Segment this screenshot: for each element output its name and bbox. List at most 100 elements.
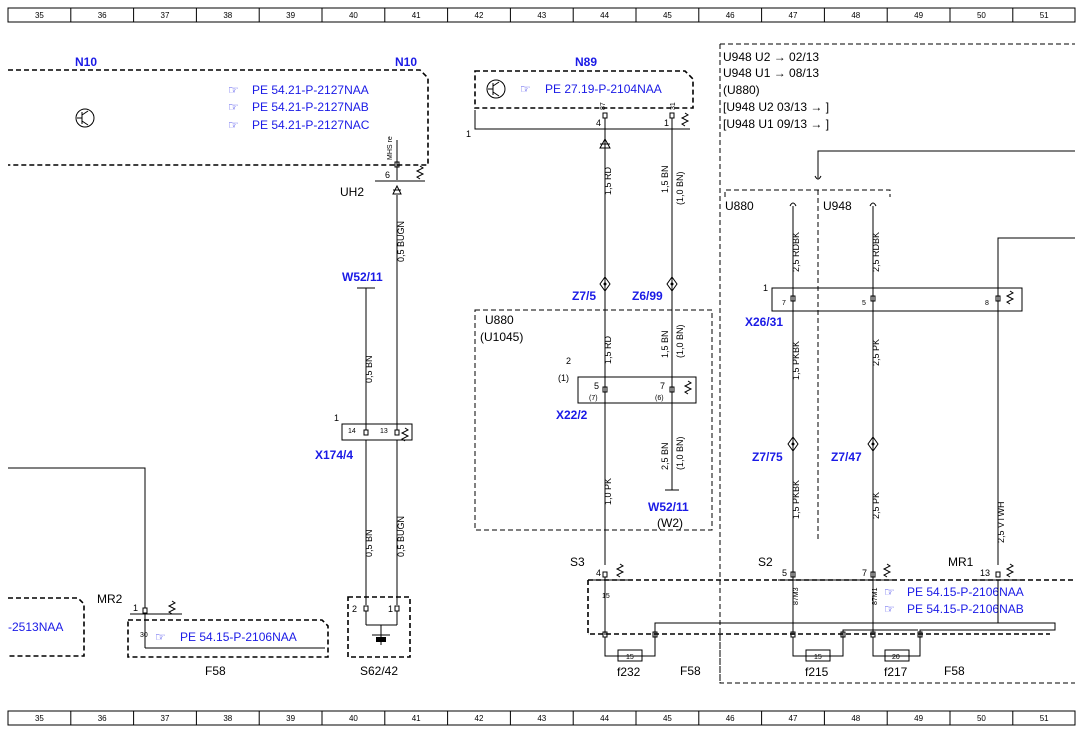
ruler-number: 35 [35, 714, 44, 723]
wire-label: 2,5 BN [660, 442, 670, 470]
ruler-number: 39 [286, 11, 295, 20]
svg-text:5: 5 [862, 300, 866, 307]
reference-link[interactable]: PE 54.21-P-2127NAC [252, 118, 370, 132]
x174-4-label: X174/4 [315, 448, 353, 462]
reference-link[interactable]: PE 54.15-P-2106NAA [180, 630, 297, 644]
ruler-number: 37 [161, 714, 170, 723]
wire-label: 1,5 RD [603, 335, 613, 364]
reference-link[interactable]: -2513NAA [8, 620, 63, 634]
svg-text:(1): (1) [558, 373, 569, 383]
ruler-number: 40 [349, 714, 358, 723]
n89-label: N89 [575, 55, 597, 69]
ruler-number: 39 [286, 714, 295, 723]
x22-2-connector: 2 (1) 5 (7) 7 (6) X22/2 [556, 356, 697, 422]
transistor-icon [486, 79, 506, 99]
wire-label: 2,5 PK [871, 492, 881, 519]
svg-text:U948 U1 → 08/13: U948 U1 → 08/13 [723, 66, 819, 80]
ruler-number: 43 [537, 11, 546, 20]
svg-text:30: 30 [140, 632, 148, 639]
ruler-number: 38 [223, 714, 232, 723]
s62-42-switch: 2 1 S62/42 [347, 596, 411, 678]
reference-link[interactable]: PE 54.21-P-2127NAB [252, 100, 369, 114]
ruler-number: 42 [475, 11, 484, 20]
svg-text:S2: S2 [758, 555, 773, 569]
ruler-number: 49 [914, 11, 923, 20]
n10-right-label: N10 [395, 55, 417, 69]
svg-text:13: 13 [980, 568, 990, 578]
svg-text:15: 15 [626, 654, 634, 661]
reference-hand-icon: ☞☞ [884, 585, 895, 616]
s62-42-label: S62/42 [360, 664, 398, 678]
svg-text:14: 14 [348, 428, 356, 435]
svg-text:(U880): (U880) [723, 83, 760, 97]
ruler-number: 42 [475, 714, 484, 723]
ruler-number: 51 [1040, 11, 1049, 20]
reference-link[interactable]: PE 54.15-P-2106NAA [907, 585, 1024, 599]
ruler-number: 41 [412, 714, 421, 723]
reference-hand-icon: ☞ [520, 82, 531, 96]
svg-text:(U1045): (U1045) [480, 330, 523, 344]
svg-text:f215: f215 [805, 665, 829, 679]
reference-hand-icon: ☞☞☞ [228, 83, 239, 132]
w52-11-top-label: W52/11 [342, 270, 383, 284]
z7-5-label: Z7/5 [572, 289, 596, 303]
svg-text:S3: S3 [570, 555, 585, 569]
ruler-number: 47 [789, 714, 798, 723]
f58-left-label: F58 [205, 664, 226, 678]
ruler-number: 38 [223, 11, 232, 20]
ruler-number: 37 [161, 11, 170, 20]
svg-text:7: 7 [660, 381, 665, 391]
svg-text:2: 2 [352, 604, 357, 614]
uh2-label: UH2 [340, 185, 364, 199]
z7-75-label: Z7/75 [752, 450, 783, 464]
wire-label: 1,5 PKBK [791, 341, 801, 380]
ruler-number: 41 [412, 11, 421, 20]
wire-label: (1,0 BN) [675, 324, 685, 358]
ruler-number: 48 [851, 11, 860, 20]
svg-text:☞: ☞ [520, 82, 531, 96]
reference-link[interactable]: PE 54.21-P-2127NAA [252, 83, 369, 97]
wire-label: (1,0 BN) [675, 436, 685, 470]
wire-label: 0,5 BN [364, 529, 374, 557]
svg-text:1: 1 [133, 603, 138, 613]
svg-text:(6): (6) [655, 395, 664, 402]
svg-text:4: 4 [596, 568, 601, 578]
wire-label: (1,0 BN) [675, 171, 685, 205]
ruler-number: 36 [98, 11, 107, 20]
svg-text:1: 1 [334, 413, 339, 423]
n10-left-label: N10 [75, 55, 97, 69]
svg-text:U880: U880 [725, 199, 754, 213]
reference-hand-icon: ☞ [155, 630, 166, 644]
ruler-number: 44 [600, 714, 609, 723]
wire-label: 2,5 RDBK [871, 232, 881, 272]
svg-text:1: 1 [466, 129, 471, 139]
reference-link[interactable]: PE 54.15-P-2106NAB [907, 602, 1024, 616]
z6-99-label: Z6/99 [632, 289, 663, 303]
x26-31-connector: 1 7 5 8 X26/31 [745, 283, 1023, 329]
f58-mid-label: F58 [680, 664, 701, 678]
x26-31-label: X26/31 [745, 315, 783, 329]
svg-text:U880: U880 [485, 313, 514, 327]
ruler-number: 46 [726, 714, 735, 723]
ruler-number: 45 [663, 714, 672, 723]
fuse-f215: 15 f215 [792, 637, 844, 679]
ruler-number: 46 [726, 11, 735, 20]
svg-text:5: 5 [782, 568, 787, 578]
svg-text:15: 15 [602, 593, 610, 600]
wire-label: 1,5 BN [660, 330, 670, 358]
wire-label: 2,5 PK [871, 339, 881, 366]
n89-module: N89 ☞ PE 27.19-P-2104NAA 87 31 4 1 1 [466, 55, 694, 139]
svg-text:☞: ☞ [884, 602, 895, 616]
wire-label: 1,5 PKBK [791, 480, 801, 519]
svg-text:20: 20 [892, 654, 900, 661]
ruler-number: 43 [537, 714, 546, 723]
svg-text:1: 1 [763, 283, 768, 293]
ruler-number: 48 [851, 714, 860, 723]
wire-label: 1,5 RD [603, 166, 613, 195]
reference-link[interactable]: PE 27.19-P-2104NAA [545, 82, 662, 96]
svg-text:13: 13 [380, 428, 388, 435]
svg-text:1: 1 [388, 604, 393, 614]
f58-right-label: F58 [944, 664, 965, 678]
